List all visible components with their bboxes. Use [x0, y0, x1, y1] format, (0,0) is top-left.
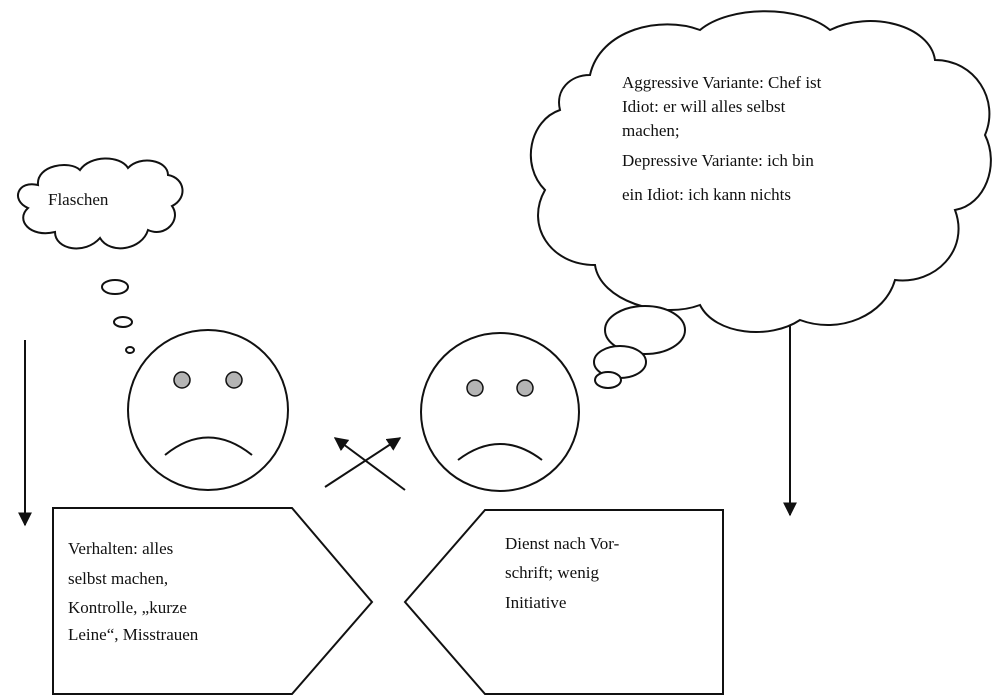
left-box-text: Verhalten: alles selbst machen, Kontroll… [68, 539, 199, 644]
right-thought-text: Aggressive Variante: Chef ist Idiot: er … [622, 73, 826, 204]
left-behavior-box: Verhalten: alles selbst machen, Kontroll… [52, 507, 374, 695]
left-eye [466, 379, 484, 397]
right-thought-line: ein Idiot: ich kann nichts [622, 185, 791, 204]
thought-bubble-large [604, 305, 686, 355]
left-box-line: Leine“, Misstrauen [68, 625, 199, 644]
right-eye [225, 371, 243, 389]
thought-bubble-small [125, 346, 135, 354]
right-box-line: Dienst nach Vor- [505, 534, 620, 553]
right-thought-line: Aggressive Variante: Chef ist [622, 73, 822, 92]
right-thought-bubbles [593, 305, 686, 389]
left-box-line: Verhalten: alles [68, 539, 173, 558]
cross-arrow-left [333, 437, 406, 491]
left-box-line: selbst machen, [68, 569, 168, 588]
cross-arrow-right [324, 437, 402, 488]
thought-bubble-medium [113, 316, 133, 328]
right-eye [516, 379, 534, 397]
right-thought-line: Idiot: er will alles selbst [622, 97, 786, 116]
right-thought-cloud: Aggressive Variante: Chef ist Idiot: er … [529, 10, 992, 333]
right-behavior-box: Dienst nach Vor- schrift; wenig Initiati… [403, 509, 724, 695]
left-thought-cloud: Flaschen [16, 157, 184, 250]
right-thought-line: Depressive Variante: ich bin [622, 151, 814, 170]
left-box-line: Kontrolle, „kurze [68, 598, 187, 617]
right-box-text: Dienst nach Vor- schrift; wenig Initiati… [505, 534, 624, 612]
frown-mouth [457, 443, 543, 461]
right-box-line: Initiative [505, 593, 566, 612]
right-sad-face [420, 332, 580, 492]
thought-bubble-large [101, 279, 129, 295]
face-outline [127, 329, 289, 491]
right-box-line: schrift; wenig [505, 563, 599, 582]
frown-mouth [164, 436, 253, 456]
left-sad-face [127, 329, 289, 491]
left-eye [173, 371, 191, 389]
left-thought-text: Flaschen [48, 190, 109, 209]
thought-bubble-small [594, 371, 622, 389]
left-thought-bubbles [101, 279, 135, 354]
right-thought-line: machen; [622, 121, 680, 140]
face-outline [420, 332, 580, 492]
